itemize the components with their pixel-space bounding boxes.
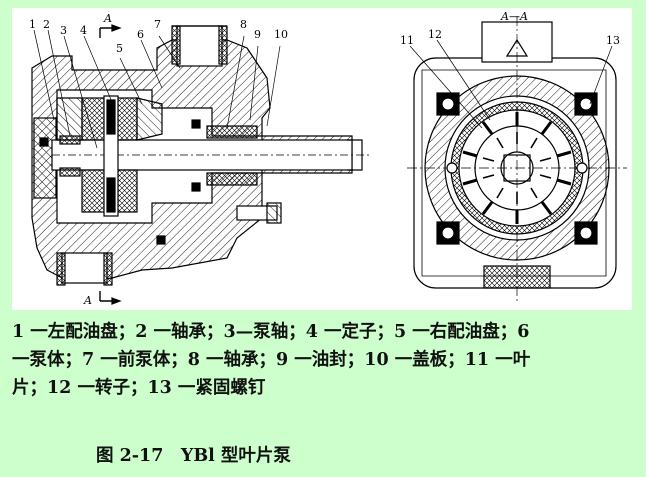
legend-line-1: 1 一左配油盘；2 一轴承；3—泵轴；4 一定子；5 一右配油盘；6 xyxy=(12,322,530,342)
right-leader-lines xyxy=(409,39,613,129)
pump-drawing: 1 2 3 4 5 6 7 8 9 10 A A xyxy=(12,8,632,310)
left-callout-numbers: 1 2 3 4 5 6 7 8 9 10 A A xyxy=(29,12,288,307)
cross-section-view xyxy=(407,16,627,304)
callout-12: 12 xyxy=(428,28,442,41)
callout-1: 1 xyxy=(29,18,36,31)
callout-5: 5 xyxy=(116,42,123,55)
callout-8: 8 xyxy=(240,18,247,31)
callout-2: 2 xyxy=(43,18,50,31)
left-leader-lines xyxy=(33,29,281,149)
legend-line-3: 片；12 一转子；13 一紧固螺钉 xyxy=(12,378,266,398)
callout-10: 10 xyxy=(274,28,288,41)
section-view-title: A—A xyxy=(500,10,528,23)
callout-13: 13 xyxy=(606,34,620,47)
section-mark-bottom: A xyxy=(83,294,92,307)
longitudinal-section-view xyxy=(31,24,372,305)
callout-11: 11 xyxy=(400,34,414,47)
pump-drawing-svg: 1 2 3 4 5 6 7 8 9 10 A A xyxy=(29,10,627,307)
right-callout-numbers: 11 12 13 A—A xyxy=(400,10,620,47)
callout-9: 9 xyxy=(254,28,261,41)
figure-title: 图 2-17 YBl 型叶片泵 xyxy=(96,446,291,466)
callout-6: 6 xyxy=(137,28,144,41)
section-mark-top: A xyxy=(103,12,112,25)
callout-3: 3 xyxy=(60,24,67,37)
legend-line-2: 一泵体；7 一前泵体；8 一轴承；9 一油封；10 一盖板；11 一叶 xyxy=(12,350,531,370)
callout-7: 7 xyxy=(154,18,161,31)
parts-legend: 1 一左配油盘；2 一轴承；3—泵轴；4 一定子；5 一右配油盘；6 一泵体；7… xyxy=(12,318,634,402)
callout-4: 4 xyxy=(80,24,87,37)
